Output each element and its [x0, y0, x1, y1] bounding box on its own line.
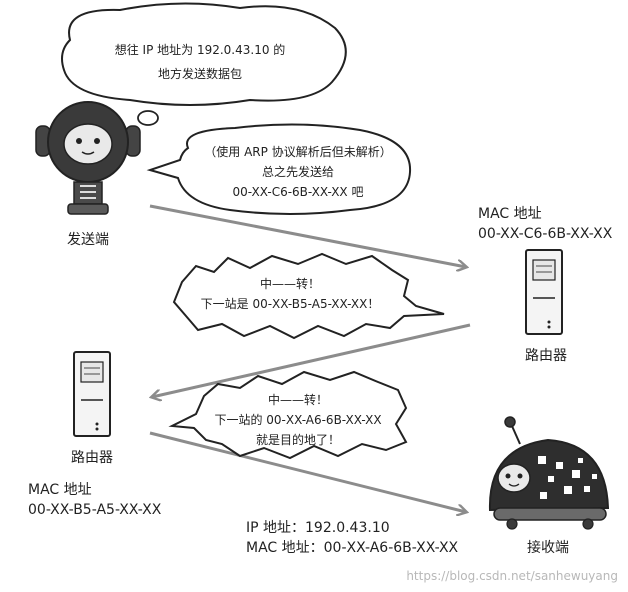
sender-robot	[35, 101, 141, 215]
router-left-label: 路由器	[71, 450, 113, 466]
bubble-arp-line-3: 00-XX-C6-6B-XX-XX 吧	[233, 185, 364, 199]
speech-bubble-arp: （使用 ARP 协议解析后但未解析） 总之先发送给 00-XX-C6-6B-XX…	[146, 123, 412, 215]
receiver-robot	[488, 416, 610, 530]
bubble-relay1-line-2: 下一站是 00-XX-B5-A5-XX-XX！	[201, 297, 380, 311]
watermark: https://blog.csdn.net/sanhewuyang	[406, 569, 618, 583]
bubble-relay2-line-2: 下一站的 00-XX-A6-6B-XX-XX	[214, 412, 381, 427]
speech-bubble-relay-1: 中——转！ 下一站是 00-XX-B5-A5-XX-XX！	[172, 252, 445, 340]
sender-label: 发送端	[67, 232, 109, 248]
bubble-arp-line-2: 总之先发送给	[262, 164, 334, 179]
speech-bubble-relay-2: 中——转！ 下一站的 00-XX-A6-6B-XX-XX 就是目的地了！	[168, 370, 408, 460]
router-left-mac-title: MAC 地址	[28, 482, 92, 498]
router-right-icon	[525, 249, 563, 335]
arrow-sender-to-router	[149, 204, 466, 267]
bubble-relay2-line-3: 就是目的地了！	[256, 432, 340, 447]
router-right-mac-title: MAC 地址	[478, 206, 542, 222]
thought-bubble-top: 想往 IP 地址为 192.0.43.10 的 地方发送数据包	[61, 2, 347, 141]
arrow-router-to-receiver	[149, 431, 466, 512]
bubble-relay2-line-1: 中——转！	[268, 392, 328, 407]
bubble-top-line-1: 想往 IP 地址为 192.0.43.10 的	[115, 42, 286, 57]
bubble-relay1-line-1: 中——转！	[260, 276, 320, 291]
router-left-icon	[73, 351, 111, 437]
arrow-router-to-router	[152, 323, 471, 397]
receiver-label: 接收端	[527, 539, 569, 556]
bubble-top-line-2: 地方发送数据包	[158, 66, 242, 81]
bubble-arp-line-1: （使用 ARP 协议解析后但未解析）	[204, 144, 391, 159]
router-right-mac-value: 00-XX-C6-6B-XX-XX	[478, 226, 613, 242]
receiver-ip: IP 地址：192.0.43.10	[246, 520, 390, 536]
router-right-label: 路由器	[525, 348, 567, 364]
router-left-mac-value: 00-XX-B5-A5-XX-XX	[28, 502, 162, 518]
receiver-mac: MAC 地址：00-XX-A6-6B-XX-XX	[246, 540, 459, 556]
